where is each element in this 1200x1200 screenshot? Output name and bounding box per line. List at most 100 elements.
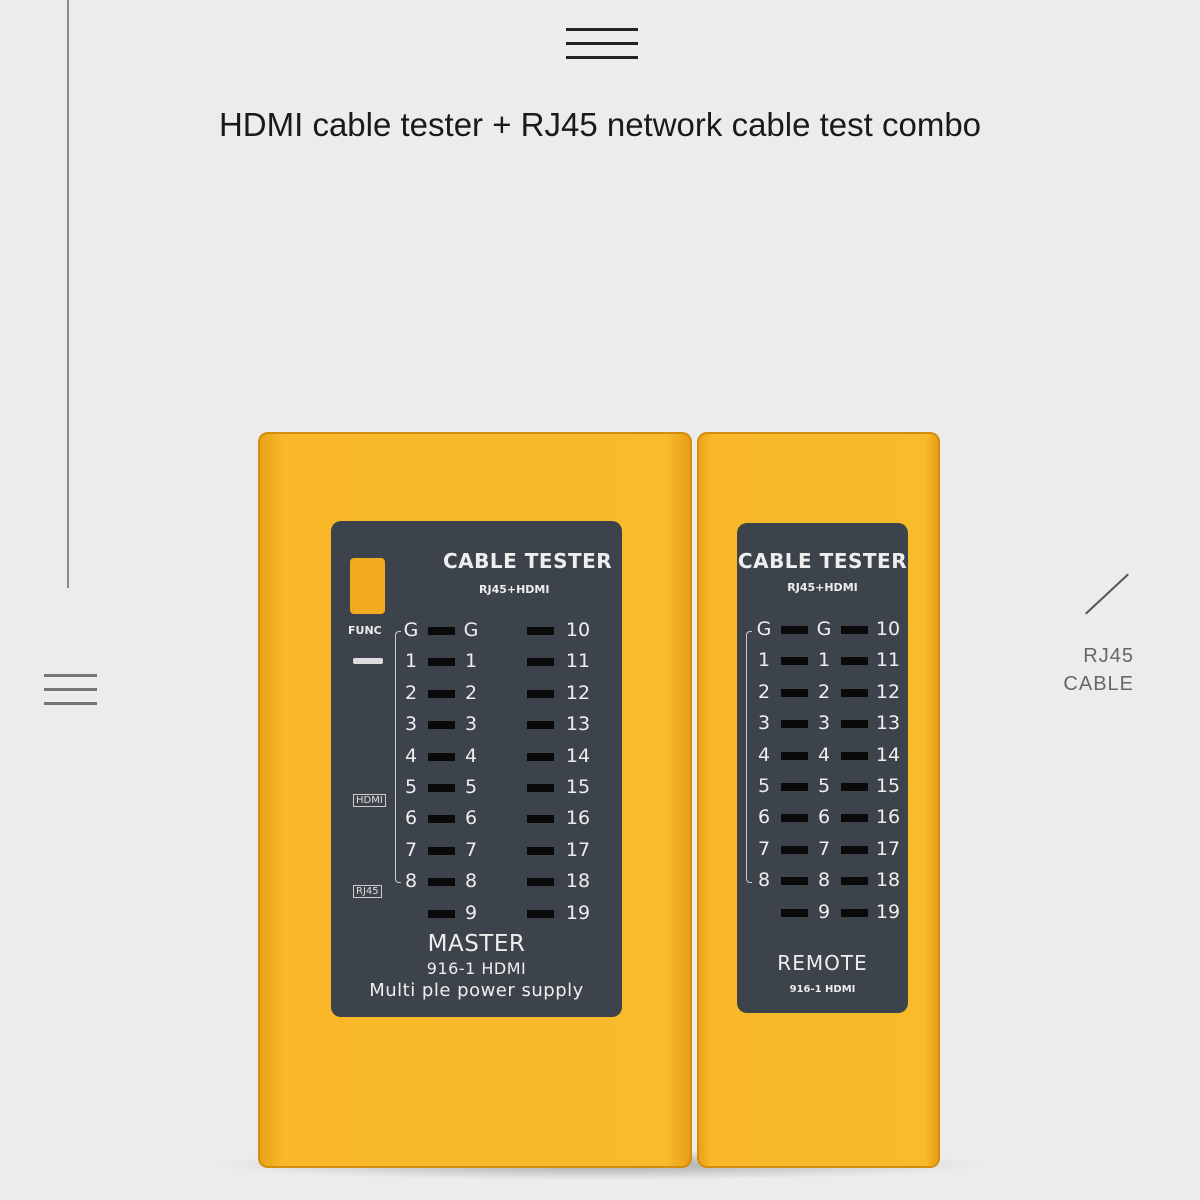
pin-label-middle: 7 bbox=[817, 837, 831, 860]
pin-label-right: 15 bbox=[565, 776, 591, 798]
led-indicator bbox=[841, 845, 868, 854]
master-name: MASTER bbox=[427, 931, 526, 957]
pin-label-right: 19 bbox=[565, 901, 591, 924]
led-indicator bbox=[428, 784, 455, 792]
rj45-bracket bbox=[395, 631, 401, 883]
pin-label-left: 8 bbox=[757, 869, 771, 892]
led-indicator bbox=[781, 688, 808, 697]
led-indicator bbox=[527, 752, 554, 761]
pin-label-right: 11 bbox=[565, 650, 591, 673]
led-indicator bbox=[428, 658, 455, 667]
rj45-cable-label: RJ45 CABLE bbox=[1063, 642, 1134, 698]
pin-label-middle: 9 bbox=[817, 900, 831, 923]
remote-title: CABLE TESTER bbox=[737, 549, 908, 573]
rj45-tag: RJ45 bbox=[353, 885, 382, 898]
led-indicator bbox=[781, 751, 808, 760]
led-indicator bbox=[781, 908, 808, 917]
led-indicator bbox=[841, 626, 868, 634]
led-indicator bbox=[527, 658, 554, 667]
rj45-bracket bbox=[746, 631, 752, 883]
led-indicator bbox=[841, 877, 868, 886]
pin-label-right: 19 bbox=[875, 900, 901, 923]
pin-label-left: 3 bbox=[757, 712, 771, 735]
led-indicator bbox=[428, 627, 455, 635]
pin-label-left: 2 bbox=[404, 681, 418, 704]
pin-label-middle: 5 bbox=[817, 775, 831, 797]
func-label: FUNC bbox=[348, 624, 382, 637]
led-indicator bbox=[527, 878, 554, 887]
pin-label-left: 1 bbox=[404, 650, 418, 673]
led-indicator bbox=[841, 908, 868, 917]
pin-label-middle: 8 bbox=[464, 870, 478, 893]
pointer-line bbox=[1085, 573, 1129, 615]
led-indicator bbox=[527, 784, 554, 792]
pin-label-middle: 1 bbox=[817, 649, 831, 672]
led-indicator bbox=[428, 721, 455, 730]
pin-label-right: 18 bbox=[565, 870, 591, 893]
led-indicator bbox=[428, 846, 455, 855]
led-indicator bbox=[428, 878, 455, 887]
cable-icon bbox=[353, 658, 383, 664]
master-note: Multi ple power supply bbox=[369, 980, 584, 1001]
pin-label-right: 17 bbox=[875, 837, 901, 860]
led-indicator bbox=[781, 877, 808, 886]
func-button[interactable] bbox=[350, 558, 385, 614]
led-indicator bbox=[527, 846, 554, 855]
led-indicator bbox=[428, 815, 455, 824]
led-indicator bbox=[527, 909, 554, 918]
led-indicator bbox=[841, 783, 868, 791]
divider-line bbox=[67, 0, 69, 588]
pin-label-right: 17 bbox=[565, 838, 591, 861]
pin-label-middle: 8 bbox=[817, 869, 831, 892]
led-indicator bbox=[781, 783, 808, 791]
pin-label-left: 5 bbox=[404, 776, 418, 798]
pin-label-right: 12 bbox=[565, 681, 591, 704]
pin-label-right: 16 bbox=[875, 806, 901, 829]
pin-label-middle: 4 bbox=[817, 743, 831, 766]
pin-label-left: 6 bbox=[404, 807, 418, 830]
label-line-2: CABLE bbox=[1063, 673, 1134, 695]
pin-label-middle: 3 bbox=[464, 713, 478, 736]
led-indicator bbox=[527, 815, 554, 824]
pin-label-left: 7 bbox=[404, 838, 418, 861]
pin-label-middle: 6 bbox=[817, 806, 831, 829]
pin-label-left: G bbox=[756, 618, 772, 640]
pin-label-right: 10 bbox=[875, 618, 901, 640]
led-indicator bbox=[841, 814, 868, 823]
led-indicator bbox=[841, 657, 868, 666]
pin-label-right: 16 bbox=[565, 807, 591, 830]
pin-label-right: 13 bbox=[565, 713, 591, 736]
led-indicator bbox=[527, 689, 554, 698]
pin-label-middle: G bbox=[816, 618, 832, 640]
remote-subtitle: RJ45+HDMI bbox=[787, 581, 858, 594]
page-title: HDMI cable tester + RJ45 network cable t… bbox=[218, 106, 982, 143]
pin-label-middle: 2 bbox=[817, 680, 831, 703]
pin-label-middle: 3 bbox=[817, 712, 831, 735]
pin-label-left: 4 bbox=[757, 743, 771, 766]
top-menu-icon[interactable] bbox=[566, 28, 638, 62]
led-indicator bbox=[781, 657, 808, 666]
led-indicator bbox=[781, 814, 808, 823]
master-subtitle: RJ45+HDMI bbox=[479, 583, 550, 596]
side-menu-icon[interactable] bbox=[0, 672, 100, 708]
led-indicator bbox=[841, 688, 868, 697]
pin-label-right: 14 bbox=[565, 744, 591, 767]
remote-model: 916-1 HDMI bbox=[789, 984, 856, 995]
led-indicator bbox=[781, 720, 808, 729]
pin-label-left: G bbox=[403, 619, 419, 641]
pin-label-left: 8 bbox=[404, 870, 418, 893]
pin-label-middle: 9 bbox=[464, 901, 478, 924]
pin-label-middle: 1 bbox=[464, 650, 478, 673]
pin-label-right: 10 bbox=[565, 619, 591, 641]
pin-label-right: 12 bbox=[875, 680, 901, 703]
led-indicator bbox=[527, 721, 554, 730]
led-indicator bbox=[781, 845, 808, 854]
led-indicator bbox=[527, 627, 554, 635]
pin-label-middle: 4 bbox=[464, 744, 478, 767]
pin-label-right: 11 bbox=[875, 649, 901, 672]
pin-label-left: 6 bbox=[757, 806, 771, 829]
remote-name: REMOTE bbox=[777, 951, 868, 975]
